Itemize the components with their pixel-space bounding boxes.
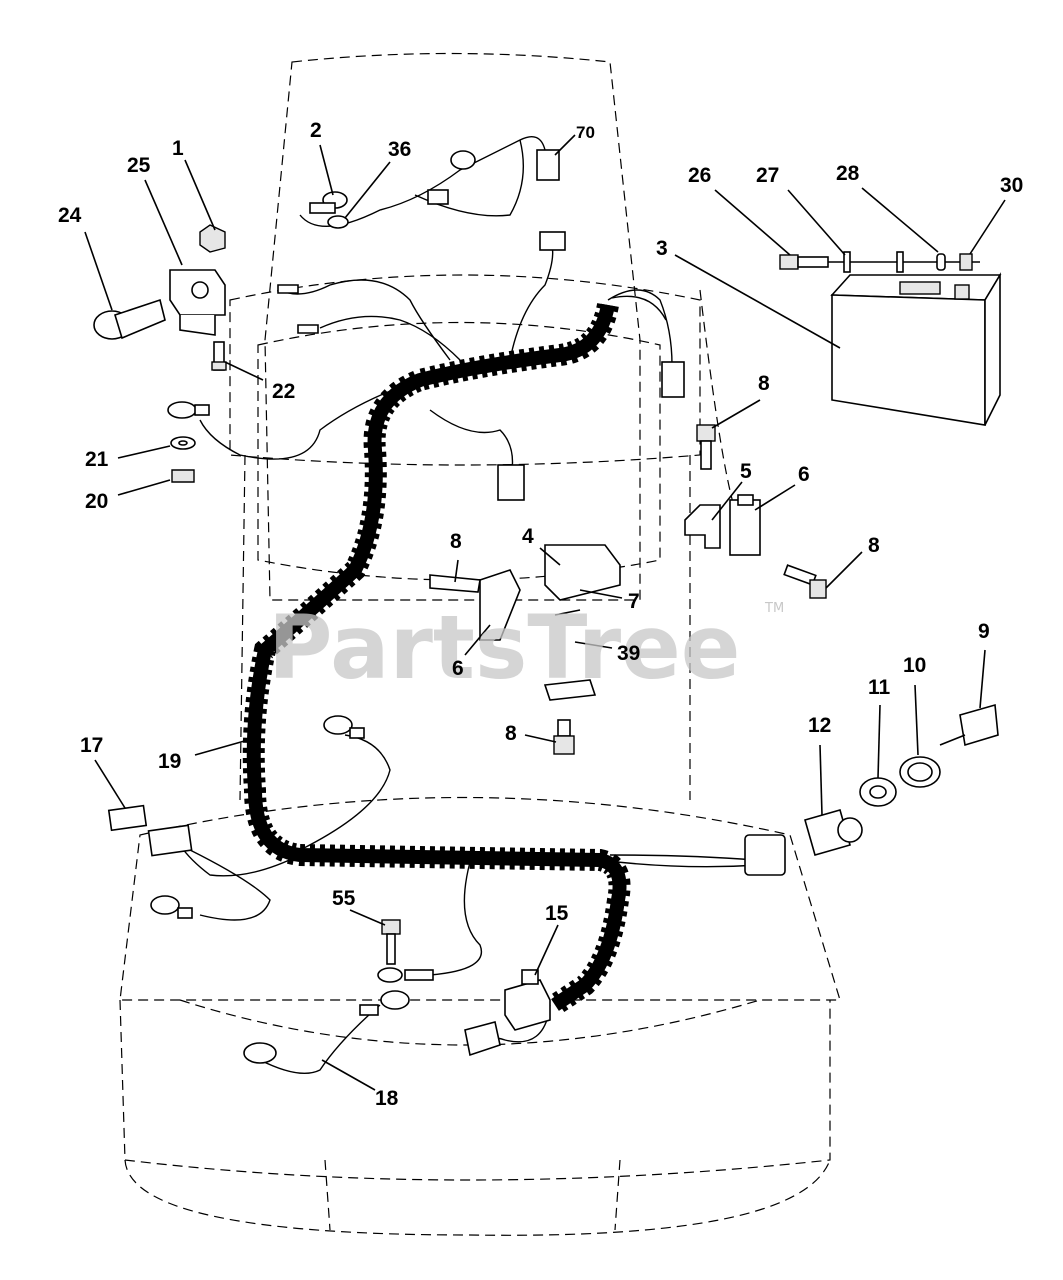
callout-18: 18 <box>375 1087 399 1110</box>
callout-9: 9 <box>978 620 990 643</box>
callout-6-right: 6 <box>798 463 810 486</box>
fuse <box>107 804 193 857</box>
callout-3: 3 <box>656 237 668 260</box>
callout-17: 17 <box>80 734 103 757</box>
terminal-boot <box>93 298 166 340</box>
ground-ring <box>309 150 476 229</box>
ignition-switch <box>744 809 863 876</box>
leader-lines <box>84 134 1006 1091</box>
connector-plug <box>427 149 560 205</box>
callout-12: 12 <box>808 714 831 737</box>
callout-26: 26 <box>688 164 711 187</box>
solenoid <box>169 224 226 336</box>
coiled-harness <box>242 302 631 1015</box>
callout-55: 55 <box>332 887 356 910</box>
callout-24: 24 <box>58 204 82 227</box>
bracket-switch-right <box>684 494 761 556</box>
callout-25: 25 <box>127 154 151 177</box>
watermark-brand: PartsTree <box>268 596 740 699</box>
callout-22: 22 <box>272 380 295 403</box>
ground-screw <box>381 919 401 965</box>
center-brackets <box>429 544 621 755</box>
harness-wires <box>179 136 761 1075</box>
bolt <box>783 564 827 599</box>
callout-8-left: 8 <box>450 530 462 553</box>
seat-switch <box>464 969 551 1057</box>
screw <box>211 341 227 371</box>
callout-28: 28 <box>836 162 860 185</box>
callout-21: 21 <box>85 448 109 471</box>
battery <box>830 272 1002 426</box>
partstree-watermark: PartsTree TM <box>268 596 784 699</box>
callout-30: 30 <box>1000 174 1023 197</box>
harness-connector-center <box>497 464 525 501</box>
callout-11: 11 <box>868 676 891 699</box>
callout-10: 10 <box>903 654 926 677</box>
battery-hardware <box>779 251 980 273</box>
callout-6-center: 6 <box>452 657 464 680</box>
ring-terminal-stack <box>167 401 210 483</box>
flag-terminal <box>277 284 299 294</box>
callout-7: 7 <box>628 590 640 613</box>
callout-36: 36 <box>388 138 411 161</box>
callout-4: 4 <box>522 525 534 548</box>
callout-70: 70 <box>576 123 595 142</box>
callout-8-upper: 8 <box>758 372 770 395</box>
harness-connector <box>661 361 685 398</box>
parts <box>93 149 1002 1064</box>
callout-8-right: 8 <box>868 534 880 557</box>
flag-terminal <box>297 324 319 334</box>
callout-20: 20 <box>85 490 108 513</box>
callout-15: 15 <box>545 902 569 925</box>
bolt <box>696 424 716 470</box>
callout-5: 5 <box>740 460 752 483</box>
small-connector <box>539 231 566 251</box>
ring-terminals <box>150 715 434 1064</box>
callout-1: 1 <box>172 137 184 160</box>
callout-39: 39 <box>617 642 640 665</box>
callout-27: 27 <box>756 164 779 187</box>
callout-8-lower: 8 <box>505 722 517 745</box>
ignition-hardware <box>859 703 999 807</box>
callout-19: 19 <box>158 750 181 773</box>
callout-labels: 1 2 3 4 5 6 6 7 8 8 8 8 9 10 11 12 15 17… <box>58 119 1023 1110</box>
tractor-body-outline <box>119 52 841 1236</box>
callout-2: 2 <box>310 119 322 142</box>
watermark-trademark: TM <box>764 601 784 616</box>
